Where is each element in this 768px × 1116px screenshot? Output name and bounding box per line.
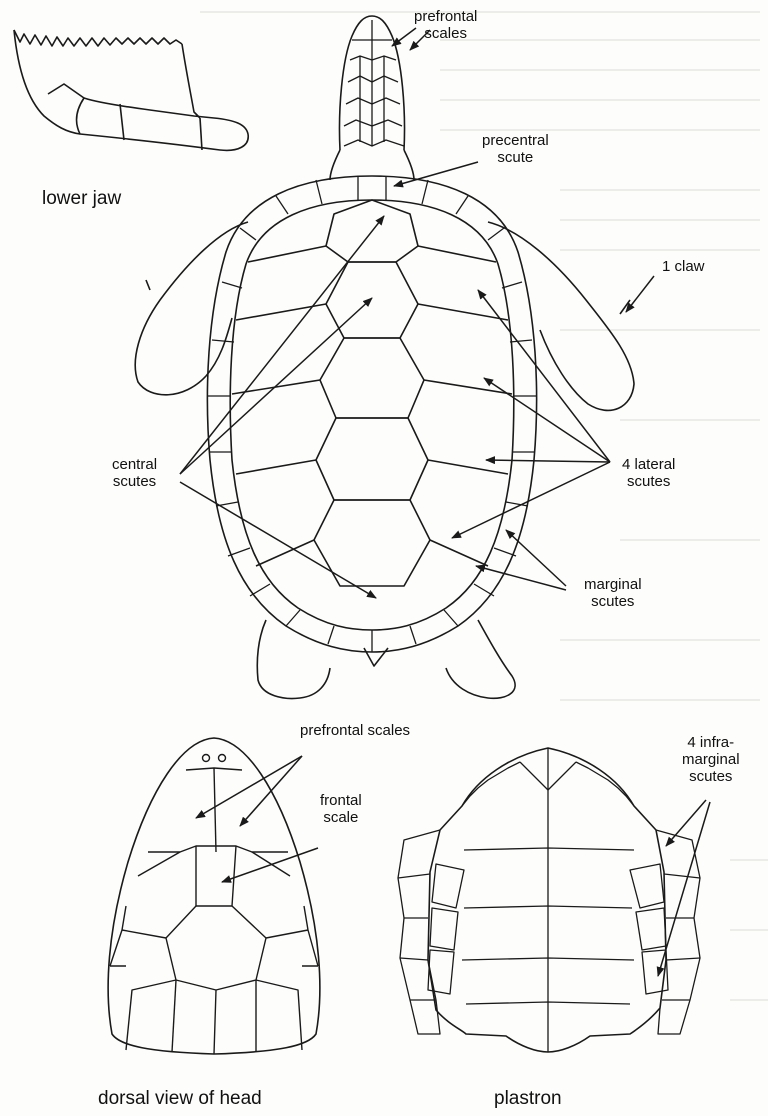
central-scutes-label: central scutes bbox=[112, 456, 157, 490]
prefrontal-scales-label: prefrontal scales bbox=[414, 8, 477, 42]
label-line: frontal bbox=[320, 792, 362, 809]
label-line: central bbox=[112, 456, 157, 473]
label-line: 4 lateral bbox=[622, 456, 675, 473]
label-line: scutes bbox=[112, 473, 157, 490]
lower-jaw-drawing bbox=[14, 30, 248, 150]
frontal-scale-label: frontal scale bbox=[320, 792, 362, 826]
plastron-caption: plastron bbox=[494, 1088, 562, 1110]
label-line: scales bbox=[414, 25, 477, 42]
label-line: scale bbox=[320, 809, 362, 826]
dorsal-head-drawing bbox=[108, 738, 320, 1054]
label-line: scute bbox=[482, 149, 549, 166]
dorsal-head-caption: dorsal view of head bbox=[98, 1088, 262, 1110]
label-line: scutes bbox=[622, 473, 675, 490]
label-line: precentral bbox=[482, 132, 549, 149]
label-line: prefrontal bbox=[414, 8, 477, 25]
one-claw-label: 1 claw bbox=[662, 258, 705, 275]
marginal-scutes-label: marginal scutes bbox=[584, 576, 642, 610]
label-line: scutes bbox=[682, 768, 740, 785]
label-line: scutes bbox=[584, 593, 642, 610]
label-line: marginal bbox=[584, 576, 642, 593]
label-line: marginal bbox=[682, 751, 740, 768]
prefrontal-scales-head-label: prefrontal scales bbox=[300, 722, 410, 739]
label-line: 4 infra- bbox=[682, 734, 740, 751]
plastron-drawing bbox=[398, 748, 700, 1052]
lower-jaw-caption: lower jaw bbox=[42, 188, 121, 210]
leader-arrows bbox=[180, 28, 710, 976]
lateral-scutes-label: 4 lateral scutes bbox=[622, 456, 675, 490]
precentral-scute-label: precentral scute bbox=[482, 132, 549, 166]
inframarginal-scutes-label: 4 infra- marginal scutes bbox=[682, 734, 740, 785]
